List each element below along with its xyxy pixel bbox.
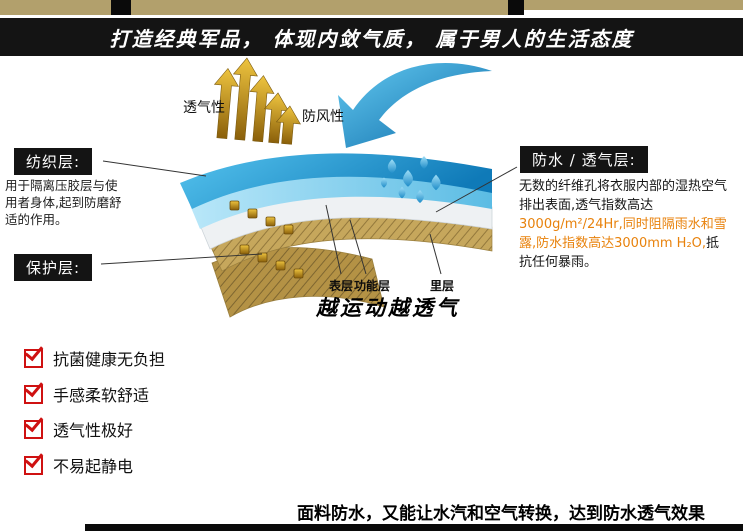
list-item: 抗菌健康无负担	[24, 346, 165, 370]
khaki-fragment	[524, 0, 743, 10]
fabric-bands	[180, 153, 493, 272]
checkmark-icon	[24, 455, 43, 475]
checklist-item-label: 抗菌健康无负担	[53, 350, 166, 369]
dark-gap	[508, 0, 524, 15]
list-item: 不易起静电	[24, 453, 133, 477]
checklist-item-label: 透气性极好	[53, 421, 134, 440]
waterproof-layer-description: 无数的纤维孔将衣服内部的湿热空气排出表面,透气指数高达 3000g/m²/24Hr…	[519, 177, 729, 272]
list-item: 手感柔软舒适	[24, 382, 149, 406]
protective-layer-label: 保护层:	[14, 254, 93, 281]
breathability-arrows-icon	[213, 57, 301, 145]
windproof-arrow-icon	[338, 62, 492, 148]
checklist-item-label: 不易起静电	[53, 457, 134, 476]
khaki-fragment	[0, 0, 111, 15]
inner-layer-label: 里层	[430, 279, 455, 293]
list-item: 透气性极好	[24, 417, 133, 441]
checkmark-icon	[24, 348, 43, 368]
dark-gap	[111, 0, 131, 15]
rivets-icon	[229, 200, 304, 279]
khaki-fragment	[131, 0, 508, 15]
checklist-item-label: 手感柔软舒适	[53, 386, 150, 405]
desc-part2: 抵抗任何暴雨。	[519, 236, 720, 270]
breathability-label: 透气性	[183, 100, 225, 116]
banner-text: 打造经典军品， 体现内敛气质， 属于男人的生活态度	[109, 26, 634, 51]
desc-part1: 无数的纤维孔将衣服内部的湿热空气排出表面,透气指数高达	[519, 179, 728, 213]
top-strip	[0, 0, 743, 15]
waterproof-layer-label: 防水 / 透气层:	[520, 146, 648, 173]
desc-highlight: 3000g/m²/24Hr,同时阻隔雨水和雪露,防水指数高达3000mm H₂O…	[519, 217, 727, 251]
windproof-label: 防风性	[302, 109, 344, 125]
functional-layer-label: 功能层	[354, 279, 391, 293]
textile-layer-label: 纺织层:	[14, 148, 93, 175]
checkmark-icon	[24, 419, 43, 439]
bottom-divider-bar	[85, 524, 743, 531]
fabric-layers-illustration	[180, 57, 493, 318]
checkmark-icon	[24, 384, 43, 404]
header-banner: 打造经典军品， 体现内敛气质， 属于男人的生活态度	[0, 18, 743, 56]
surface-layer-label: 表层	[329, 279, 354, 293]
slogan-text: 越运动越透气	[316, 296, 460, 320]
footer-note: 面料防水，又能让水汽和空气转换，达到防水透气效果	[297, 504, 705, 524]
textile-layer-description: 用于隔离压胶层与使用者身体,起到防磨舒适的作用。	[5, 178, 122, 227]
